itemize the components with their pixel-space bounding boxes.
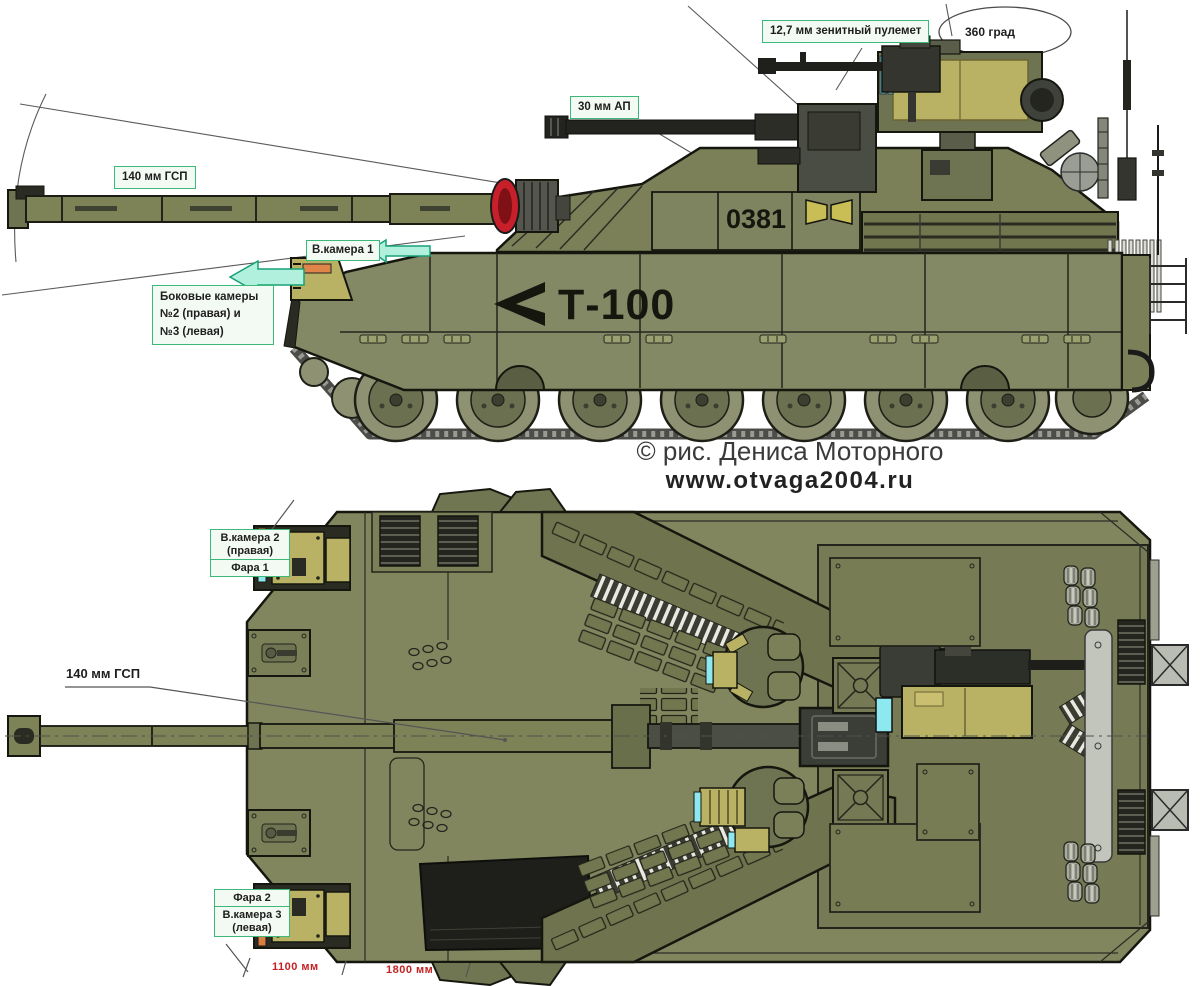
rws-barrel-plan [1028,660,1090,670]
turret-emblem [805,199,853,225]
label-aa-machine-gun: 12,7 мм зенитный пулемет [762,20,930,43]
label-main-gun-top: 140 мм ГСП [66,666,141,681]
stowage-crate [1151,644,1189,686]
label-headlight2: Фара 2 [214,889,290,908]
engine-deck-panels [829,557,981,913]
skirt-cutout [494,365,546,391]
stowage-crate [1151,789,1189,831]
label-main-gun-side: 140 мм ГСП [114,166,196,189]
credit-website: www.otvaga2004.ru [665,467,915,494]
main-gun-side [7,185,501,229]
sensor-mast-cluster [1039,10,1137,201]
label-stack-camera2-headlight1: В.камера 2 (правая) Фара 1 [210,529,290,578]
rws-screen [875,697,893,733]
vehicle-name-marking: Т-100 [558,281,675,329]
label-autocannon: 30 мм АП [570,96,639,119]
hull-rear-fittings [1121,125,1187,393]
dimension-1100: 1100 мм [272,961,319,973]
camera1-arrow [368,238,431,264]
hull-chevron-marking [494,282,545,326]
label-side-cameras: Боковые камеры №2 (правая) и №3 (левая) [152,285,274,345]
gun-breech-box [798,706,890,768]
label-camera2: В.камера 2 (правая) [210,529,290,561]
side-view: 0381 [1,3,1187,443]
main-gun-plan [7,704,890,769]
hull-side: Т-100 [283,125,1187,393]
dimension-1800: 1800 мм [386,964,434,976]
turret-number: 0381 [726,204,786,234]
dimension-ticks [242,957,471,978]
commander-hatch [705,625,805,709]
camera-lens [302,263,332,274]
era-field-lower [576,811,735,912]
gun-travel-rail [1084,629,1113,863]
label-camera1: В.камера 1 [306,240,380,261]
gunner-hatch [693,765,810,853]
louver-box [1117,789,1146,855]
gun-mantlet [490,178,571,234]
credit-artist: © рис. Дениса Моторного [636,436,944,466]
tow-hook [1127,349,1155,393]
front-hatch-plate [247,629,311,677]
smoke-launcher [1039,129,1081,167]
periscope-window [705,655,714,685]
credit-block: © рис. Дениса Моторного www.otvaga2004.r… [590,436,990,495]
leader-lines [65,499,506,973]
label-stack-headlight2-camera3: Фара 2 В.камера 3 (левая) [214,889,290,938]
intake-grilles [371,511,493,573]
x-hatch [832,769,889,826]
label-camera3: В.камера 3 (левая) [214,906,290,938]
label-headlight1: Фара 1 [210,558,290,578]
top-view [5,487,1189,986]
label-rotation-360: 360 град [965,25,1015,39]
era-field-upper [576,596,735,697]
periscope-window [693,791,702,823]
remote-weapon-station [758,35,1064,201]
louver-box [1117,619,1146,685]
autocannon-30mm [544,103,877,193]
front-hatch-plate [247,809,311,857]
rear-deck-fittings [1064,559,1189,917]
wedge-armor-tips [430,487,568,986]
skirt-cutout [959,365,1011,391]
deck-bolts [389,641,452,851]
